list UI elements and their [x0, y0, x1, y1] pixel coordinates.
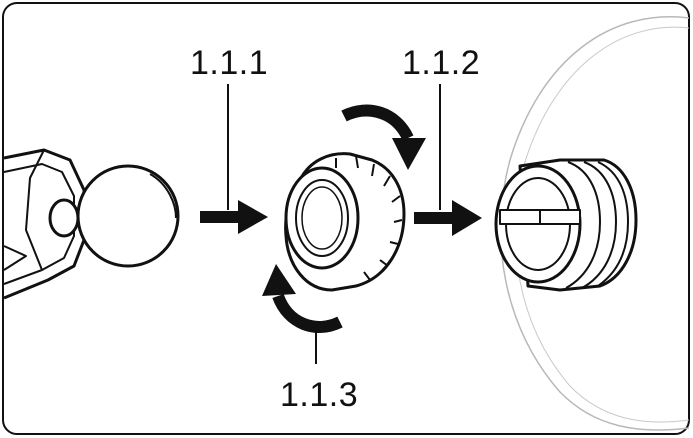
step-label-3: 1.1.3	[280, 376, 358, 414]
step-label-1: 1.1.1	[190, 44, 268, 82]
rotate-arrow-icon-bottom	[262, 264, 343, 333]
rotate-arrow-icon	[341, 104, 426, 170]
lock-nut-icon	[284, 152, 406, 292]
socket-icon	[494, 158, 638, 292]
ball-mount-icon	[3, 148, 180, 300]
push-arrow-icon-2	[414, 200, 482, 236]
step-label-2: 1.1.2	[402, 44, 480, 82]
push-arrow-icon	[200, 200, 268, 234]
